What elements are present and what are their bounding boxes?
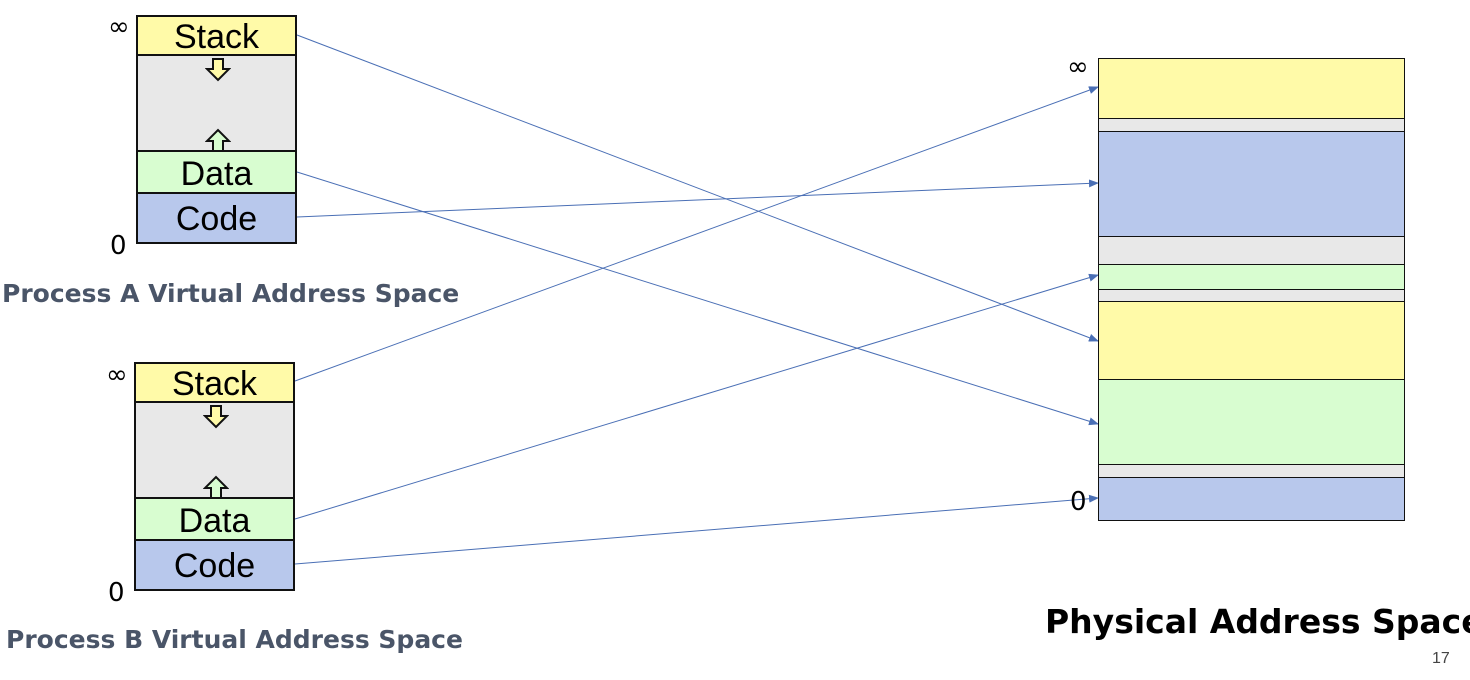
process-b-top-mark: ∞ bbox=[106, 360, 128, 390]
process-a-top-mark: ∞ bbox=[108, 12, 130, 42]
process-a-stack-label: Stack bbox=[173, 18, 260, 56]
physical-free-region bbox=[1098, 236, 1405, 265]
physical-bottom-mark: 0 bbox=[1070, 487, 1087, 517]
process-a-free-region bbox=[136, 54, 297, 152]
process-a-stack-grow-arrow bbox=[205, 58, 231, 82]
process-b-data-segment: Data bbox=[134, 497, 295, 541]
process-b-code-segment: Code bbox=[134, 539, 295, 591]
physical-data-region-lower bbox=[1098, 379, 1405, 465]
process-a-heap-grow-arrow bbox=[205, 128, 231, 152]
physical-code-region-lower bbox=[1098, 477, 1405, 521]
process-b-caption: Process B Virtual Address Space bbox=[6, 625, 463, 654]
arrow-a-stack bbox=[296, 34, 1099, 342]
process-b-data-label: Data bbox=[178, 502, 251, 540]
physical-free-region bbox=[1098, 118, 1405, 132]
process-b-stack-segment: Stack bbox=[134, 362, 295, 403]
physical-code-region-upper bbox=[1098, 131, 1405, 237]
arrow-b-code bbox=[294, 494, 1099, 565]
process-a-code-segment: Code bbox=[136, 192, 297, 244]
arrow-a-code bbox=[296, 179, 1099, 218]
physical-free-region bbox=[1098, 464, 1405, 478]
physical-address-space bbox=[1098, 58, 1405, 521]
arrow-b-data bbox=[294, 273, 1099, 520]
process-b-address-space: Stack Data Code bbox=[134, 362, 295, 591]
physical-stack-region-upper bbox=[1098, 58, 1405, 119]
process-a-caption: Process A Virtual Address Space bbox=[2, 279, 460, 308]
process-a-data-segment: Data bbox=[136, 150, 297, 194]
process-b-free-region bbox=[134, 401, 295, 499]
physical-top-mark: ∞ bbox=[1067, 52, 1089, 82]
process-b-bottom-mark: 0 bbox=[108, 578, 125, 608]
process-a-bottom-mark: 0 bbox=[110, 231, 127, 261]
process-b-heap-grow-arrow bbox=[203, 475, 229, 499]
physical-caption: Physical Address Space bbox=[1045, 602, 1470, 641]
page-number: 17 bbox=[1432, 650, 1450, 667]
physical-stack-region-lower bbox=[1098, 301, 1405, 380]
process-a-code-label: Code bbox=[175, 200, 258, 238]
process-b-stack-grow-arrow bbox=[203, 405, 229, 429]
arrow-b-stack bbox=[294, 86, 1099, 382]
arrow-a-data bbox=[296, 171, 1099, 426]
process-b-stack-label: Stack bbox=[171, 365, 258, 403]
process-a-address-space: Stack Data Code bbox=[136, 15, 297, 244]
process-a-stack-segment: Stack bbox=[136, 15, 297, 56]
process-a-data-label: Data bbox=[180, 155, 253, 193]
physical-data-region-upper bbox=[1098, 264, 1405, 290]
process-b-code-label: Code bbox=[173, 547, 256, 585]
